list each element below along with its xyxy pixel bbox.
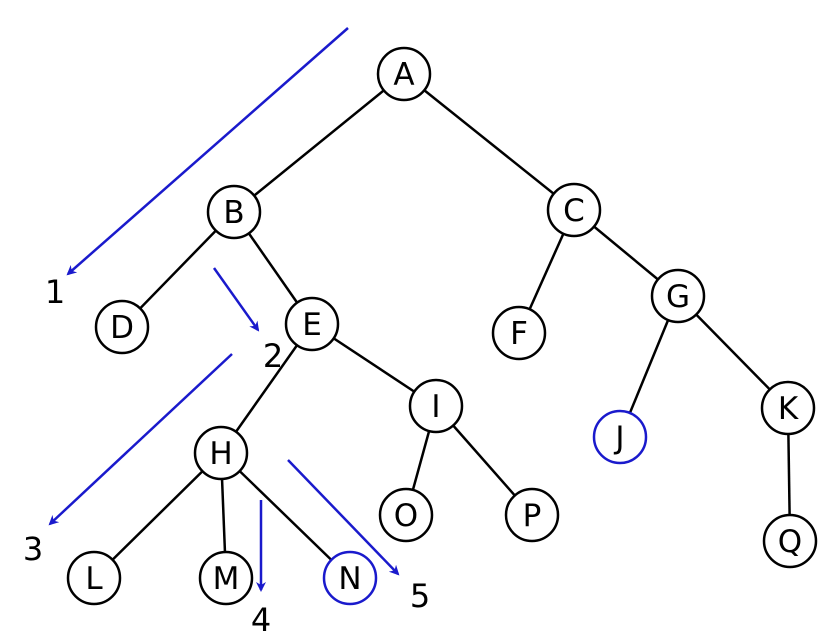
node-label: I	[431, 389, 440, 425]
step-label: 5	[410, 577, 430, 615]
node-circle	[198, 550, 254, 606]
tree-node-E: E	[284, 296, 340, 352]
tree-node-B: B	[206, 184, 262, 240]
node-circle	[762, 513, 818, 569]
tree-node-N: N	[322, 550, 378, 606]
edge-H-L	[93, 452, 222, 579]
node-circle	[546, 182, 602, 238]
node-circle	[206, 184, 262, 240]
tree-node-M: M	[198, 550, 254, 606]
node-label: C	[563, 193, 585, 229]
node-circle	[650, 268, 706, 324]
node-circle	[376, 46, 432, 102]
step-label: 4	[251, 601, 271, 639]
node-label: N	[338, 561, 361, 597]
tree-node-J: J	[592, 409, 648, 465]
traversal-arrow-5	[287, 459, 400, 576]
node-circle	[491, 305, 547, 361]
node-label: P	[523, 498, 542, 534]
edge-A-C	[403, 73, 575, 211]
tree-node-L: L	[66, 550, 122, 606]
tree-node-C: C	[546, 182, 602, 238]
traversal-arrow-1	[66, 27, 349, 276]
node-label: J	[613, 420, 624, 456]
tree-node-F: F	[491, 305, 547, 361]
tree-node-O: O	[378, 487, 434, 543]
node-circle	[592, 409, 648, 465]
node-circle	[760, 380, 816, 436]
node-label: B	[223, 195, 244, 231]
node-circle	[193, 425, 249, 481]
traversal-arrow-3	[48, 353, 233, 526]
edge-H-N	[220, 452, 351, 579]
tree-node-P: P	[504, 487, 560, 543]
node-label: K	[778, 391, 799, 427]
node-label: A	[393, 57, 414, 93]
node-label: O	[394, 498, 418, 534]
edge-A-B	[233, 73, 405, 213]
node-label: E	[302, 307, 322, 343]
node-label: Q	[778, 524, 802, 560]
traversal-arrow-2	[212, 267, 260, 332]
tree-node-I: I	[408, 378, 464, 434]
node-label: L	[85, 561, 103, 597]
tree-node-H: H	[193, 425, 249, 481]
node-circle	[504, 487, 560, 543]
step-label: 3	[23, 530, 43, 568]
tree-node-K: K	[760, 380, 816, 436]
node-label: G	[666, 279, 690, 315]
node-label: D	[110, 310, 134, 346]
node-label: F	[510, 316, 528, 352]
tree-node-A: A	[376, 46, 432, 102]
node-circle	[322, 550, 378, 606]
node-circle	[94, 299, 150, 355]
node-circle	[284, 296, 340, 352]
node-label: M	[213, 561, 240, 597]
node-circle	[378, 487, 434, 543]
node-circle	[66, 550, 122, 606]
tree-node-Q: Q	[762, 513, 818, 569]
tree-node-D: D	[94, 299, 150, 355]
step-label: 1	[45, 273, 65, 311]
node-circle	[408, 378, 464, 434]
tree-node-G: G	[650, 268, 706, 324]
step-label: 2	[263, 337, 283, 375]
node-label: H	[209, 436, 232, 472]
